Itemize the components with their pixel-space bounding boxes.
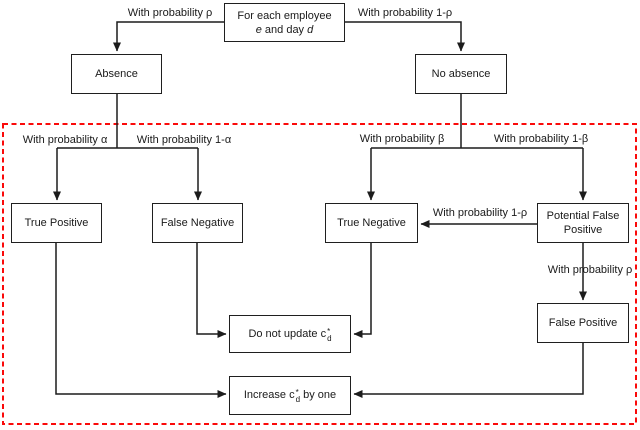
node-label: Increase c*d by one bbox=[243, 388, 337, 404]
node-label: True Negative bbox=[337, 217, 406, 229]
node-absence: Absence bbox=[71, 54, 162, 94]
node-label: False Negative bbox=[160, 217, 235, 229]
node-increase-counter: Increase c*d by one bbox=[229, 376, 351, 415]
node-no-absence: No absence bbox=[415, 54, 507, 94]
node-label: Potential False Positive bbox=[546, 210, 620, 236]
edge-label-probability-1-minus-rho-right: With probability 1-ρ bbox=[357, 7, 453, 19]
node-label: No absence bbox=[431, 68, 491, 80]
edge-label-probability-alpha: With probability α bbox=[22, 134, 108, 146]
edge-label-probability-1-minus-rho-mid: With probability 1-ρ bbox=[432, 207, 528, 219]
node-label: Do not update c*d bbox=[248, 326, 332, 343]
edge-label-probability-rho-left: With probability ρ bbox=[127, 7, 213, 19]
node-true-positive: True Positive bbox=[11, 203, 102, 243]
node-true-negative: True Negative bbox=[325, 203, 418, 243]
node-for-each-employee: For each employee e and day d bbox=[224, 3, 345, 42]
node-label: False Positive bbox=[548, 317, 618, 329]
subscript-superscript: *d bbox=[327, 326, 332, 343]
node-label: For each employee e and day d bbox=[237, 9, 332, 36]
edge-label-probability-1-minus-alpha: With probability 1-α bbox=[136, 134, 232, 146]
node-label: True Positive bbox=[24, 217, 89, 229]
node-false-negative: False Negative bbox=[152, 203, 243, 243]
node-label: Absence bbox=[95, 68, 138, 80]
node-false-positive: False Positive bbox=[537, 303, 629, 343]
node-do-not-update-counter: Do not update c*d bbox=[229, 315, 351, 353]
edge-label-probability-1-minus-beta: With probability 1-β bbox=[493, 133, 589, 145]
node-potential-false-positive: Potential False Positive bbox=[537, 203, 629, 243]
dashed-region-border bbox=[2, 123, 637, 425]
edge-label-probability-beta: With probability β bbox=[359, 133, 445, 145]
edge-label-probability-rho-down: With probability ρ bbox=[547, 264, 633, 276]
subscript-superscript: *d bbox=[295, 388, 301, 404]
